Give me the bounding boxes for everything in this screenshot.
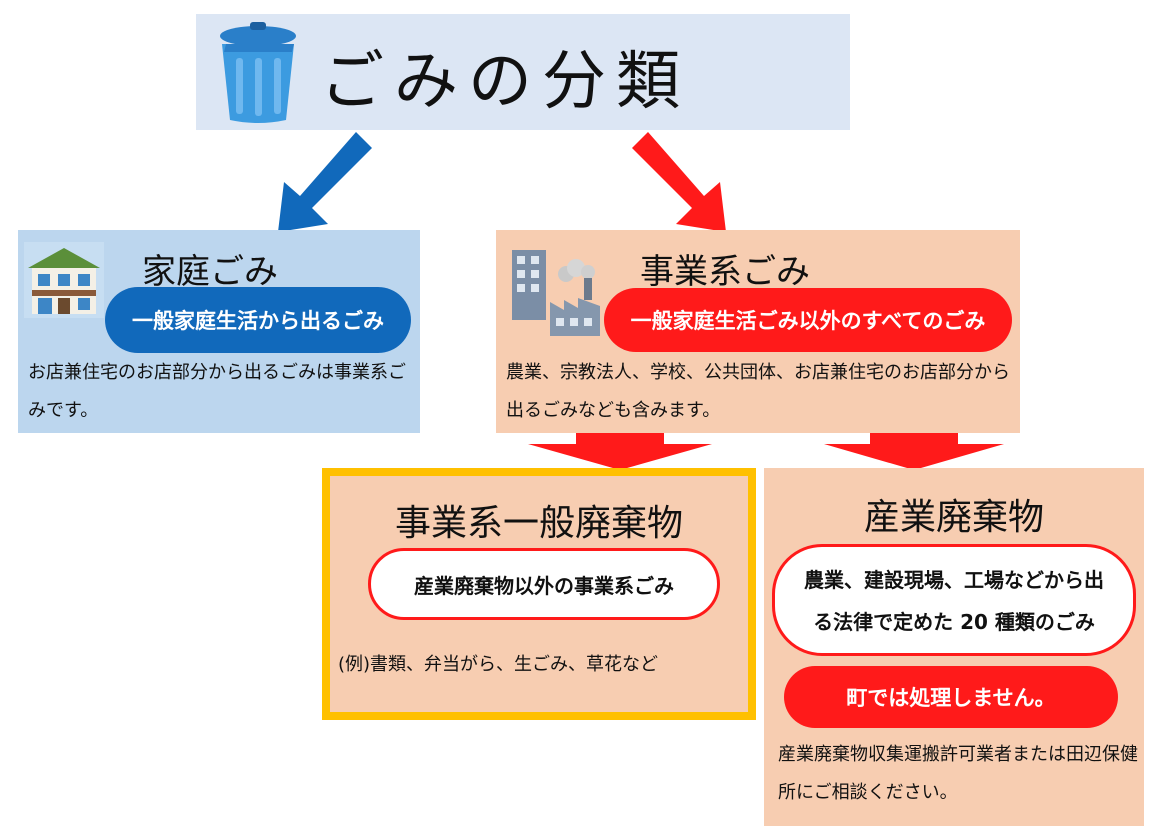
general-waste-title: 事業系一般廃棄物 (394, 503, 683, 544)
trash-can-icon (212, 22, 308, 124)
title-banner (196, 14, 850, 130)
general-waste-example: (例)書類、弁当がら、生ごみ、草花など (338, 654, 659, 675)
industrial-waste-title: 産業廃棄物 (863, 497, 1044, 538)
industrial-note: 産業廃棄物収集運搬許可業者または田辺保健所にご相談ください。 (778, 744, 1138, 803)
business-definition-pill: 一般家庭生活ごみ以外のすべてのごみ (604, 288, 1012, 352)
general-waste-definition-pill: 産業廃棄物以外の事業系ごみ (368, 548, 720, 620)
industrial-waste-definition-pill: 農業、建設現場、工場などから出 る法律で定めた 20 種類のごみ (772, 544, 1136, 656)
industrial-notice-pill: 町では処理しません。 (784, 666, 1118, 728)
business-title: 事業系ごみ (640, 252, 810, 292)
house-icon (24, 242, 104, 318)
diagram-title: ごみの分類 (320, 45, 690, 119)
red-arrow-to-business (626, 128, 738, 240)
industrial-pill-line-1: 農業、建設現場、工場などから出 (804, 568, 1104, 592)
red-arrow-to-general (528, 430, 712, 470)
household-note: お店兼住宅のお店部分から出るごみは事業系ごみです。 (28, 362, 406, 421)
household-title: 家庭ごみ (142, 252, 278, 292)
blue-arrow (268, 128, 378, 238)
household-definition-pill: 一般家庭生活から出るごみ (105, 287, 411, 353)
building-factory-icon (510, 248, 602, 338)
business-note: 農業、宗教法人、学校、公共団体、お店兼住宅のお店部分から出るごみなども含みます。 (506, 362, 1010, 421)
red-arrow-to-industrial (824, 430, 1004, 470)
industrial-pill-line-2: る法律で定めた 20 種類のごみ (813, 610, 1095, 634)
